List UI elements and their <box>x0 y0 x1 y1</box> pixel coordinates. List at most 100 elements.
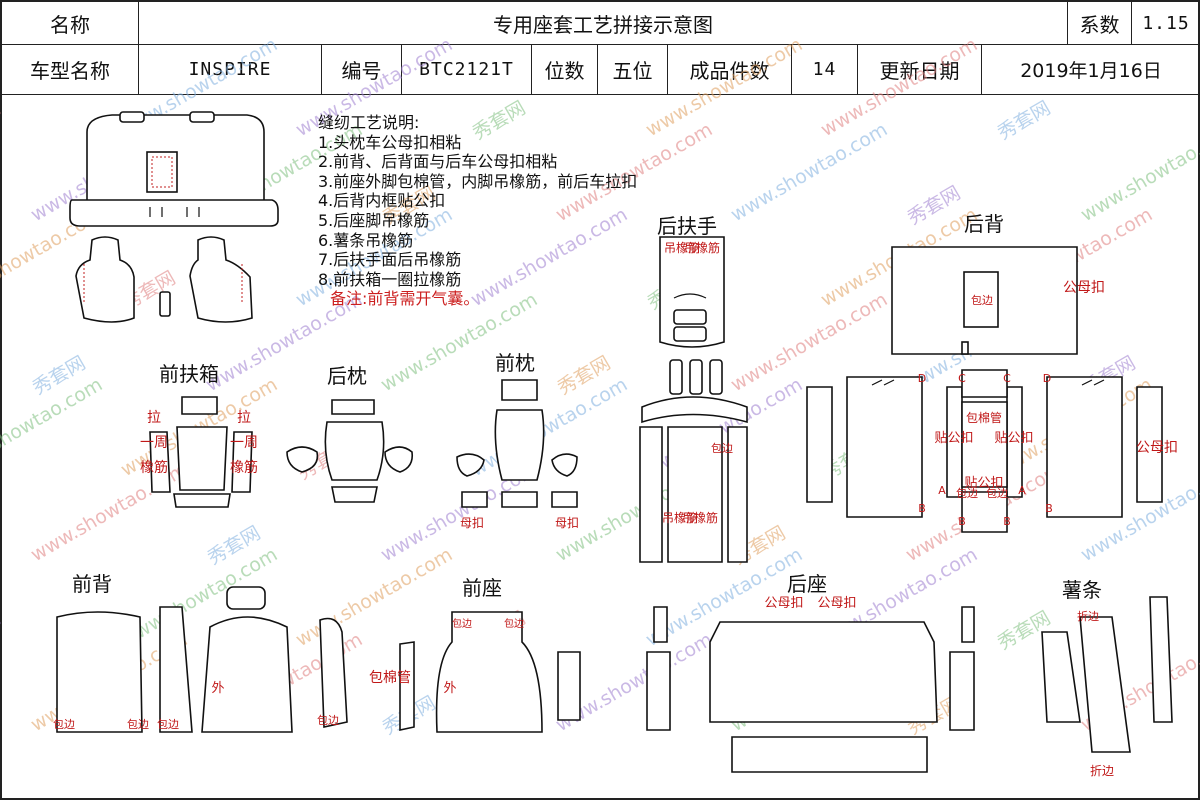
section-title-rear-seat: 后座 <box>787 572 827 596</box>
rear-back-binding-bottom-right: 包边 <box>986 487 1008 500</box>
front-pillow-buckle-left: 母扣 <box>460 516 484 530</box>
pieces-value-cell: 14 <box>792 45 858 95</box>
code-label-cell: 编号 <box>322 45 402 95</box>
coef-label-cell: 系数 <box>1068 2 1132 45</box>
code-value: BTC2121T <box>419 59 514 80</box>
fries-fold-top: 折边 <box>1077 609 1099 623</box>
rear-armrest-hang-right: 吊橡筋 <box>684 240 720 255</box>
model-value-cell: INSPIRE <box>139 45 322 95</box>
section-title-front-pillow: 前枕 <box>495 351 535 375</box>
rear-back-binding: 包边 <box>971 294 993 307</box>
front-box-elastic-right: 橡筋 <box>230 459 258 476</box>
seats-value-cell: 五位 <box>598 45 668 95</box>
name-label-cell: 名称 <box>2 2 139 45</box>
marker-a1: A <box>938 484 946 497</box>
front-box-pieces <box>149 396 253 508</box>
section-title-front-back: 前背 <box>72 572 112 596</box>
rear-back-stick-left: 贴公扣 <box>934 431 973 446</box>
date-label-cell: 更新日期 <box>858 45 982 95</box>
rear-armrest-pieces <box>639 236 748 563</box>
rear-seat-buckle-right: 公母扣 <box>817 596 856 611</box>
front-seat-binding-right: 包边 <box>504 617 524 630</box>
rear-back-male-female-buckle: 公母扣 <box>1063 280 1105 296</box>
rear-seat-pieces <box>646 606 975 773</box>
front-box-around-left: 一周 <box>140 435 168 451</box>
front-pillow-pieces <box>456 379 578 508</box>
section-title-rear-armrest: 后扶手 <box>657 214 717 238</box>
model-value: INSPIRE <box>188 59 272 80</box>
coef-label: 系数 <box>1079 12 1120 37</box>
instruction-item-7: 7.后扶手面后吊橡筋 <box>318 250 462 270</box>
coef-value-cell: 1.15 <box>1132 2 1200 45</box>
front-box-elastic-left: 橡筋 <box>140 459 168 476</box>
rear-back-pieces <box>806 246 1163 533</box>
front-seat-outer: 外 <box>443 681 456 696</box>
front-pillow-buckle-right: 母扣 <box>555 516 579 530</box>
fries-pieces <box>1041 596 1173 753</box>
pieces-value: 14 <box>812 59 837 80</box>
front-box-around-right: 一周 <box>230 435 258 451</box>
rear-back-stick-right: 贴公扣 <box>994 431 1033 446</box>
pieces-label: 成品件数 <box>689 59 770 83</box>
instruction-item-3: 3.前座外脚包棉管，内脚吊橡筋，前后车拉扣 <box>318 171 638 191</box>
page-title: 专用座套工艺拼接示意图 <box>493 12 713 37</box>
instruction-item-6: 6.薯条吊橡筋 <box>318 230 414 250</box>
rear-armrest-hang-bottom-right: 吊橡筋 <box>682 510 718 525</box>
model-label: 车型名称 <box>30 59 110 83</box>
marker-c2: C <box>1003 372 1011 385</box>
marker-b2: B <box>958 515 966 528</box>
front-box-pull-right: 拉 <box>237 410 251 426</box>
rear-pillow-pieces <box>286 399 414 503</box>
front-back-pieces <box>56 586 348 733</box>
title-cell: 专用座套工艺拼接示意图 <box>139 2 1068 45</box>
marker-d2: D <box>1043 372 1051 385</box>
seats-label-cell: 位数 <box>532 45 598 95</box>
sewing-instructions: 缝纫工艺说明: 1.头枕车公母扣相粘 2.前背、后背面与后车公母扣相粘 3.前座… <box>318 113 637 309</box>
name-label: 名称 <box>50 12 90 37</box>
pieces-label-cell: 成品件数 <box>668 45 792 95</box>
rear-armrest-hang-left: 吊橡筋 <box>664 240 700 255</box>
instruction-item-5: 5.后座脚吊橡筋 <box>318 210 430 230</box>
front-seat-cotton-tube: 包棉管 <box>369 669 411 686</box>
section-title-front-seat: 前座 <box>462 576 502 600</box>
section-title-rear-back: 后背 <box>964 212 1004 236</box>
seats-value: 五位 <box>612 59 653 83</box>
rear-back-side-buckle: 公母扣 <box>1136 440 1178 456</box>
front-back-outer: 外 <box>211 681 224 696</box>
instruction-note: 备注:前背需开气囊。 <box>330 289 480 309</box>
front-seat-binding-left: 包边 <box>452 617 472 630</box>
front-back-binding-4: 包边 <box>317 714 339 727</box>
coef-value: 1.15 <box>1142 12 1190 34</box>
date-value: 2019年1月16日 <box>1020 60 1162 82</box>
rear-armrest-binding: 包边 <box>711 442 733 455</box>
rear-back-tube: 包棉管 <box>966 410 1002 425</box>
front-seat-pieces <box>399 611 581 733</box>
instruction-item-2: 2.前背、后背面与后车公母扣相粘 <box>318 152 558 172</box>
rear-back-binding-bottom-left: 包边 <box>956 487 978 500</box>
rear-seat-buckle-left: 公母扣 <box>764 596 803 611</box>
marker-b4: B <box>1045 502 1053 515</box>
date-label: 更新日期 <box>879 59 960 83</box>
front-box-pull-left: 拉 <box>147 410 161 426</box>
seat-overview-illustration <box>69 111 279 323</box>
instruction-item-8: 8.前扶箱一圈拉橡筋 <box>318 269 462 289</box>
marker-d1: D <box>918 372 926 385</box>
rear-armrest-hang-bottom-left: 吊橡筋 <box>662 510 698 525</box>
model-label-cell: 车型名称 <box>2 45 139 95</box>
marker-a2: A <box>1018 484 1026 497</box>
marker-c1: C <box>958 372 966 385</box>
marker-b3: B <box>1003 515 1011 528</box>
front-back-binding-2: 包边 <box>127 718 149 731</box>
annotations: 拉 一周 橡筋 拉 一周 橡筋 母扣 母扣 吊橡筋 吊橡筋 包边 吊橡筋 吊橡筋… <box>53 240 1178 778</box>
front-back-binding-3: 包边 <box>157 718 179 731</box>
code-value-cell: BTC2121T <box>402 45 532 95</box>
instruction-item-4: 4.后背内框贴公扣 <box>318 191 446 211</box>
marker-b1: B <box>918 502 926 515</box>
seats-label: 位数 <box>544 59 585 83</box>
instruction-item-1: 1.头枕车公母扣相粘 <box>318 132 462 152</box>
code-label: 编号 <box>341 59 382 83</box>
instructions-title: 缝纫工艺说明: <box>318 113 420 132</box>
section-title-rear-pillow: 后枕 <box>327 364 367 388</box>
